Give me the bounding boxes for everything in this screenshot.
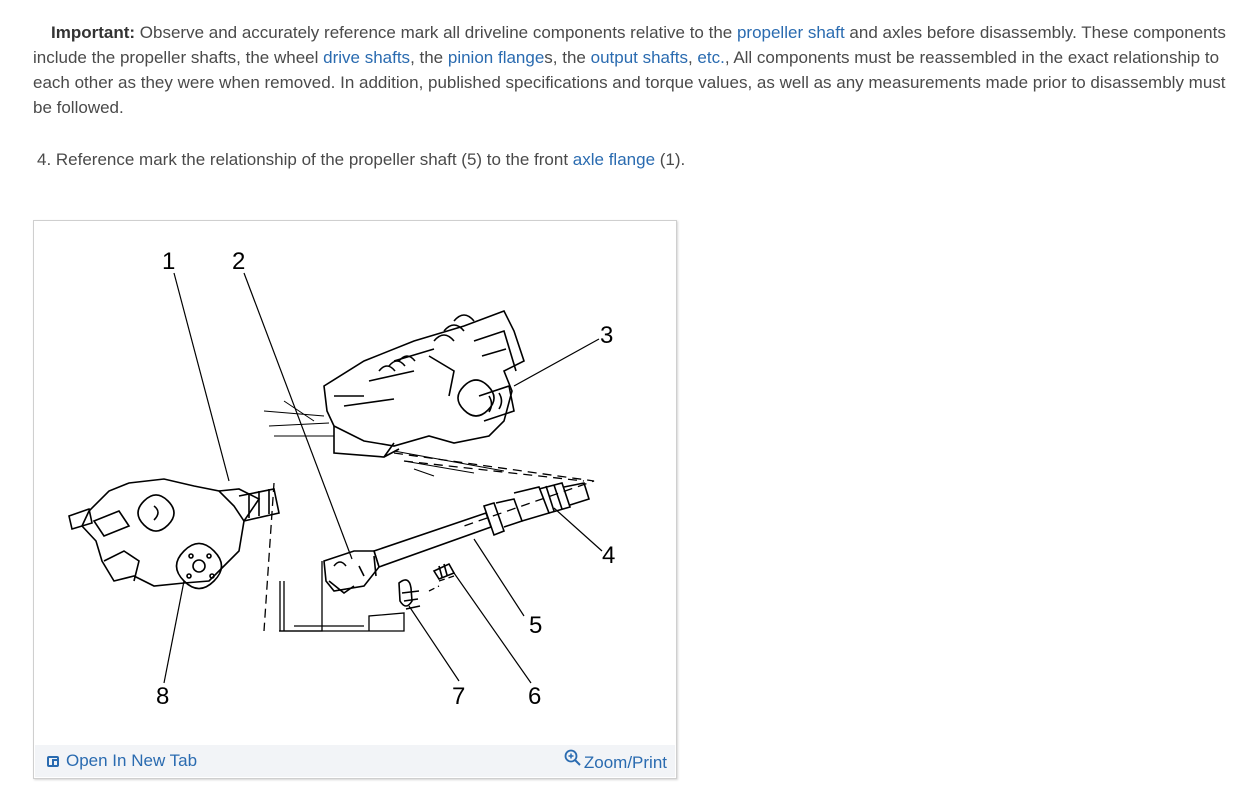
zoom-print-button[interactable]: Zoom/Print: [564, 749, 667, 773]
open-in-new-tab-icon: [47, 756, 59, 767]
link-drive-shafts[interactable]: drive shafts: [323, 48, 411, 67]
callout-5: 5: [529, 612, 542, 639]
important-label: Important:: [51, 23, 136, 42]
propeller-shaft-drawing: [323, 482, 591, 594]
callout-4: 4: [602, 542, 615, 569]
callout-6: 6: [528, 683, 541, 710]
callout-labels: 1 2 3 4 5 6 7 8: [156, 248, 615, 710]
callout-2: 2: [232, 248, 245, 275]
zoom-in-icon: [564, 749, 581, 766]
driveline-diagram: 1 2 3 4 5 6 7 8: [68, 248, 615, 710]
link-pinion-flanges[interactable]: pinion flange: [447, 48, 545, 67]
step-text: 4. Reference mark the relationship of th…: [37, 150, 573, 169]
zoom-print-label: Zoom/Print: [583, 753, 667, 772]
link-output-shafts[interactable]: output shafts: [590, 48, 688, 67]
link-etc[interactable]: etc.: [697, 48, 725, 67]
figure-footer: Open In New Tab Zoom/Print: [35, 745, 675, 777]
callout-8: 8: [156, 683, 169, 710]
front-axle-drawing: [68, 478, 280, 590]
leader-lines: [163, 272, 603, 684]
note-text: , All components must be reassembled in …: [33, 48, 1226, 117]
step-text-end: (1).: [655, 150, 686, 169]
important-note: Important: Observe and accurately refere…: [33, 20, 1243, 120]
open-in-new-tab-label: Open In New Tab: [66, 751, 198, 770]
callout-1: 1: [162, 248, 175, 275]
callout-3: 3: [600, 322, 613, 349]
note-text: , the: [410, 48, 448, 67]
note-text: and axles before disassembly. These comp…: [33, 23, 1226, 67]
diagram-figure: 1 2 3 4 5 6 7 8 Open In New Tab Zoom/Pri…: [33, 220, 677, 779]
open-in-new-tab-button[interactable]: Open In New Tab: [47, 751, 197, 771]
link-propeller-shaft[interactable]: propeller shaft: [736, 23, 845, 42]
bolt-and-strap-drawing: [398, 562, 456, 610]
note-text: ,: [687, 48, 698, 67]
transfer-case-drawing: [263, 309, 525, 477]
link-axle-flange[interactable]: axle flange: [572, 150, 656, 169]
note-text: Observe and accurately reference mark al…: [135, 23, 737, 42]
reference-lines: [263, 452, 595, 632]
step-4: 4. Reference mark the relationship of th…: [37, 147, 685, 172]
note-text: s, the: [544, 48, 591, 67]
callout-7: 7: [452, 683, 465, 710]
